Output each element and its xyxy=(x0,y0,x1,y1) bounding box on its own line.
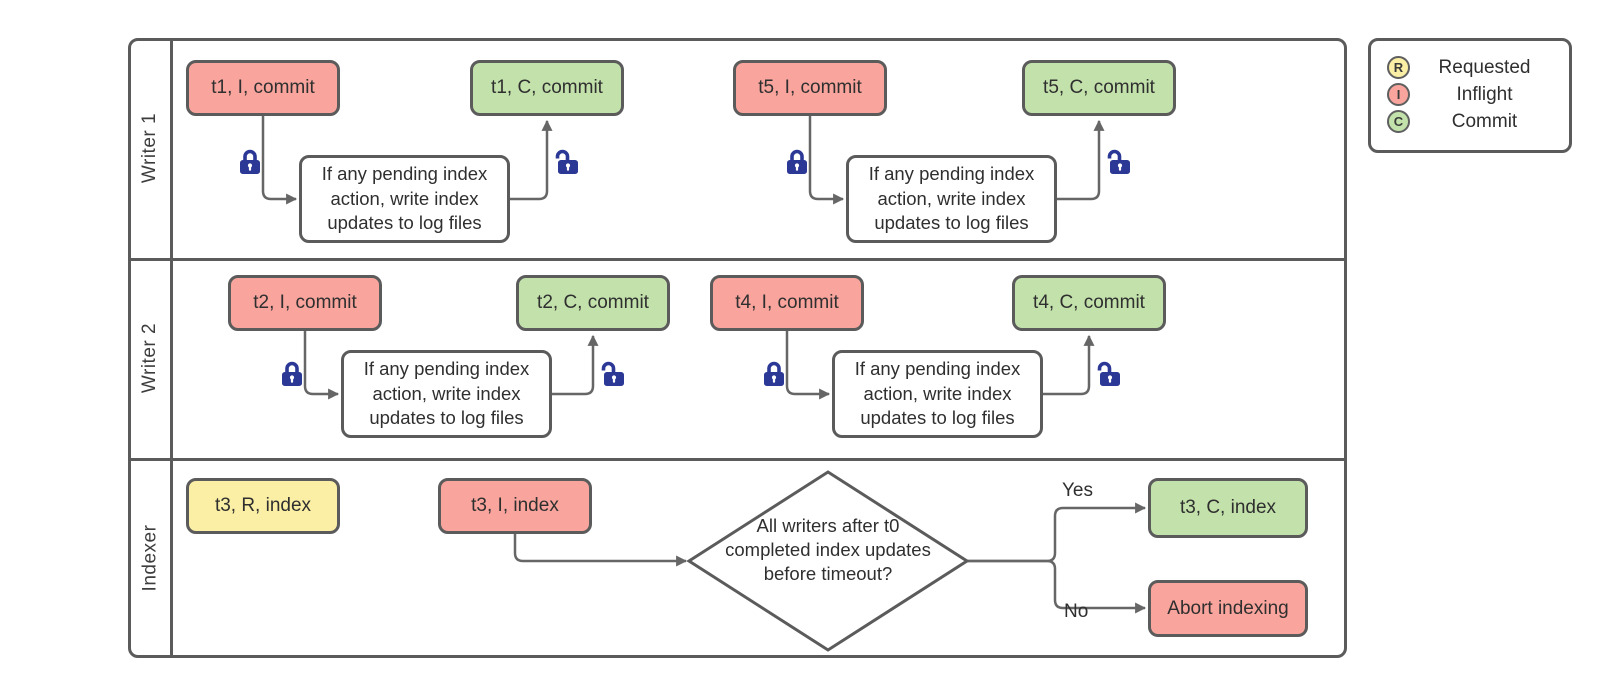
requested-status-icon: R xyxy=(1387,56,1410,79)
lane-divider-1 xyxy=(128,258,1347,261)
open-lock-icon xyxy=(1104,148,1130,181)
node-t4-commit: t4, C, commit xyxy=(1012,275,1166,331)
decision-question: All writers after t0 completed index upd… xyxy=(725,515,931,585)
lane-divider-2 xyxy=(128,458,1347,461)
node-t1-inflight: t1, I, commit xyxy=(186,60,340,116)
node-t4-inflight: t4, I, commit xyxy=(710,275,864,331)
open-lock-icon xyxy=(598,360,624,393)
node-t5-inflight: t5, I, commit xyxy=(733,60,887,116)
node-process-w2b: If any pending index action, write index… xyxy=(832,350,1043,438)
node-process-w1b: If any pending index action, write index… xyxy=(846,155,1057,243)
lane-indexer: Indexer xyxy=(128,458,172,658)
closed-lock-icon xyxy=(239,148,261,181)
swimlane-frame xyxy=(128,38,1347,658)
open-lock-icon xyxy=(1094,360,1120,393)
lane-writer1: Writer 1 xyxy=(128,38,172,258)
node-t3-commit: t3, C, index xyxy=(1148,478,1308,538)
closed-lock-icon xyxy=(786,148,808,181)
lane-label-divider xyxy=(170,38,173,658)
legend-row-commit: C Commit xyxy=(1387,108,1559,135)
closed-lock-icon xyxy=(281,360,303,393)
node-t2-inflight: t2, I, commit xyxy=(228,275,382,331)
inflight-status-icon: I xyxy=(1387,83,1410,106)
legend-row-requested: R Requested xyxy=(1387,54,1559,81)
legend-row-inflight: I Inflight xyxy=(1387,81,1559,108)
legend-label-commit: Commit xyxy=(1451,110,1518,132)
node-process-w2a: If any pending index action, write index… xyxy=(341,350,552,438)
node-t5-commit: t5, C, commit xyxy=(1022,60,1176,116)
open-lock-icon xyxy=(552,148,578,181)
legend-label-inflight: Inflight xyxy=(1456,83,1513,105)
node-t2-commit: t2, C, commit xyxy=(516,275,670,331)
legend-label-requested: Requested xyxy=(1438,56,1531,78)
commit-status-icon: C xyxy=(1387,110,1410,133)
node-t1-commit: t1, C, commit xyxy=(470,60,624,116)
node-process-w1a: If any pending index action, write index… xyxy=(299,155,510,243)
node-t3-requested: t3, R, index xyxy=(186,478,340,534)
lane-indexer-label: Indexer xyxy=(139,524,160,592)
lane-writer2-label: Writer 2 xyxy=(139,322,161,394)
node-abort: Abort indexing xyxy=(1148,580,1308,637)
lane-writer2: Writer 2 xyxy=(128,258,172,458)
closed-lock-icon xyxy=(763,360,785,393)
node-t3-inflight: t3, I, index xyxy=(438,478,592,534)
lane-writer1-label: Writer 1 xyxy=(139,112,161,184)
legend: R Requested I Inflight C Commit xyxy=(1368,38,1572,153)
decision-no-label: No xyxy=(1064,601,1089,622)
decision-yes-label: Yes xyxy=(1062,480,1093,501)
